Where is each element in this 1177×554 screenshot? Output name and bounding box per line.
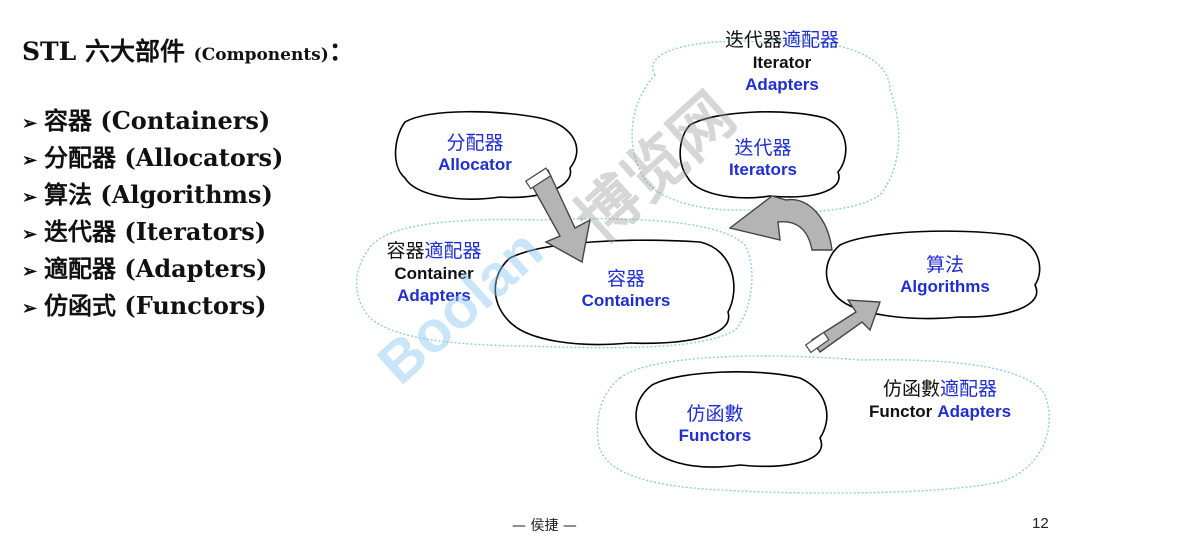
algorithms-cloud [825,230,1041,320]
iterator-adapters-label: 迭代器適配器 Iterator Adapters [724,29,840,94]
list-item: ➢分配器 (Allocators) [22,141,283,178]
arrow-tail-allocator [524,167,552,190]
functors-label: 仿函數 Functors [678,403,752,445]
container-adapters-label: 容器適配器 Container Adapters [386,240,482,305]
arrow-bullet-icon: ➢ [22,298,38,319]
page-number: 12 [1032,515,1049,532]
title-sub: (Components) [193,45,329,65]
functors-cloud [635,371,828,468]
containers-cloud [494,239,735,346]
functor-adapters-cloud [596,355,1050,494]
arrow-bullet-icon: ➢ [22,113,38,134]
algorithms-to-iterators-arrow [728,195,833,251]
list-item: ➢迭代器 (Iterators) [22,215,283,252]
list-item: ➢算法 (Algorithms) [22,178,283,215]
arrow-bullet-icon: ➢ [22,150,38,171]
allocator-to-containers-arrow [529,168,591,264]
component-list: ➢容器 (Containers) ➢分配器 (Allocators) ➢算法 (… [22,104,283,326]
algorithms-label: 算法 Algorithms [900,254,990,296]
arrow-bullet-icon: ➢ [22,187,38,208]
iterator-adapters-cloud [631,40,900,213]
slide-title: STL 六大部件 (Components)： [22,32,354,68]
iterators-cloud [679,111,847,199]
container-adapters-cloud [355,217,753,349]
arrow-tail-functors [804,331,830,354]
arrow-bullet-icon: ➢ [22,261,38,282]
arrow-bullet-icon: ➢ [22,224,38,245]
list-item: ➢仿函式 (Functors) [22,289,283,326]
footer-author: — 侯捷 — [512,518,577,534]
list-item: ➢容器 (Containers) [22,104,283,141]
title-main: STL 六大部件 [22,37,185,66]
allocator-label: 分配器 Allocator [438,132,512,174]
containers-label: 容器 Containers [581,268,671,310]
title-colon: ： [328,37,354,66]
list-item: ➢適配器 (Adapters) [22,252,283,289]
functor-adapters-label: 仿函數適配器 Functor Adapters [868,378,1012,421]
iterators-label: 迭代器 Iterators [728,137,798,179]
